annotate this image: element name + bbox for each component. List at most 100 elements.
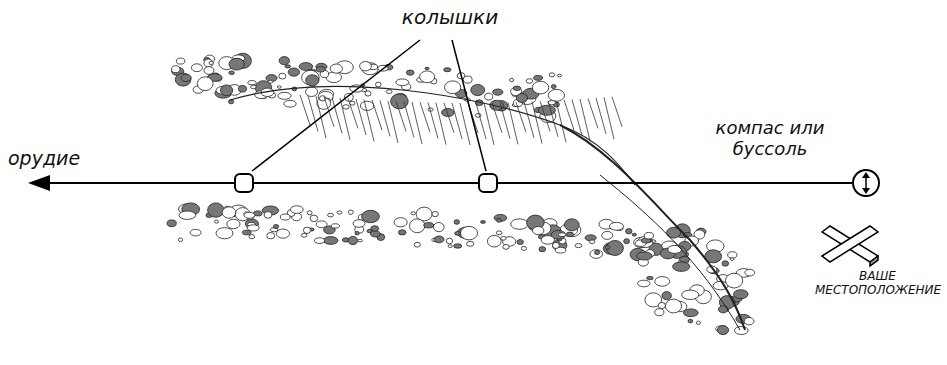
hatch-stroke bbox=[404, 102, 414, 138]
hatch-stroke bbox=[548, 101, 558, 137]
rock bbox=[455, 232, 461, 236]
rock bbox=[190, 229, 201, 236]
rock bbox=[595, 250, 600, 254]
stake bbox=[235, 174, 253, 192]
ravine-banks bbox=[167, 53, 755, 334]
rock bbox=[493, 89, 503, 95]
stake bbox=[479, 174, 497, 192]
rock bbox=[208, 203, 224, 217]
rock bbox=[589, 240, 595, 244]
rock bbox=[310, 215, 318, 222]
rock bbox=[406, 70, 414, 75]
hatch-stroke bbox=[492, 103, 502, 133]
hatch-stroke bbox=[532, 102, 542, 144]
hatch-stroke bbox=[372, 100, 382, 130]
rock bbox=[548, 89, 564, 101]
rock bbox=[728, 252, 737, 258]
rock bbox=[414, 242, 420, 247]
rock bbox=[247, 225, 259, 231]
rock bbox=[360, 61, 372, 70]
rock bbox=[279, 73, 286, 79]
hatch-stroke bbox=[420, 102, 430, 132]
gun-label: орудие bbox=[8, 148, 128, 170]
rock bbox=[175, 73, 191, 86]
rock bbox=[682, 290, 699, 299]
rock bbox=[434, 223, 445, 232]
rock bbox=[446, 238, 452, 244]
rock bbox=[494, 214, 507, 221]
rock bbox=[355, 231, 359, 235]
slope-hatching bbox=[300, 95, 622, 145]
rock bbox=[485, 93, 493, 100]
rock bbox=[730, 258, 734, 261]
rock bbox=[553, 242, 560, 248]
position-cross bbox=[822, 226, 878, 266]
rock bbox=[668, 245, 682, 253]
rock bbox=[420, 71, 435, 83]
rock bbox=[330, 64, 342, 73]
rock bbox=[632, 233, 636, 236]
rock bbox=[638, 280, 651, 287]
rock bbox=[719, 306, 728, 313]
rock bbox=[365, 91, 371, 96]
hatch-stroke bbox=[356, 99, 366, 135]
hatch-stroke bbox=[388, 101, 398, 143]
rock bbox=[434, 236, 444, 243]
hatch-stroke bbox=[540, 101, 550, 131]
rock bbox=[432, 212, 438, 217]
rock bbox=[744, 318, 754, 325]
rock bbox=[605, 246, 610, 249]
rock bbox=[448, 245, 452, 248]
rock bbox=[463, 76, 472, 83]
hatch-stroke bbox=[500, 103, 510, 139]
rock bbox=[533, 227, 544, 235]
leader-line bbox=[452, 40, 486, 171]
rock bbox=[410, 219, 425, 233]
hatch-stroke bbox=[364, 100, 374, 142]
rock bbox=[590, 250, 603, 259]
rock bbox=[658, 302, 665, 308]
hatch-stroke bbox=[516, 102, 526, 132]
rock bbox=[181, 74, 191, 81]
bearing-line bbox=[40, 182, 852, 184]
hatch-stroke bbox=[588, 98, 598, 128]
rock bbox=[348, 236, 357, 244]
rock bbox=[665, 299, 681, 313]
hatch-stroke bbox=[436, 103, 446, 145]
rock bbox=[216, 228, 233, 239]
rock bbox=[227, 219, 240, 228]
rock bbox=[251, 85, 257, 89]
rock bbox=[222, 207, 236, 218]
hatch-stroke bbox=[484, 103, 494, 145]
rock bbox=[358, 239, 363, 241]
hatch-stroke bbox=[604, 97, 614, 139]
rock bbox=[471, 84, 485, 95]
rock bbox=[209, 61, 213, 64]
rock bbox=[371, 226, 379, 231]
rock bbox=[362, 210, 380, 222]
rock bbox=[337, 211, 342, 214]
hatch-stroke bbox=[524, 102, 534, 138]
rock bbox=[745, 269, 755, 276]
hatch-stroke bbox=[380, 100, 390, 136]
rock bbox=[722, 261, 729, 266]
rock bbox=[376, 82, 382, 87]
rock bbox=[424, 223, 434, 228]
rock bbox=[279, 57, 289, 65]
hatch-stroke bbox=[340, 98, 350, 140]
rock bbox=[267, 233, 275, 239]
hatch-stroke bbox=[476, 103, 486, 139]
rock bbox=[197, 77, 213, 91]
rock bbox=[624, 239, 630, 244]
rock bbox=[513, 86, 520, 90]
rock bbox=[273, 225, 278, 229]
leader-line bbox=[252, 40, 420, 171]
hatch-stroke bbox=[348, 98, 358, 128]
rock bbox=[179, 211, 196, 219]
rock bbox=[191, 64, 202, 72]
hatch-stroke bbox=[412, 102, 422, 144]
hatch-stroke bbox=[444, 103, 454, 133]
hatch-stroke bbox=[556, 100, 566, 142]
